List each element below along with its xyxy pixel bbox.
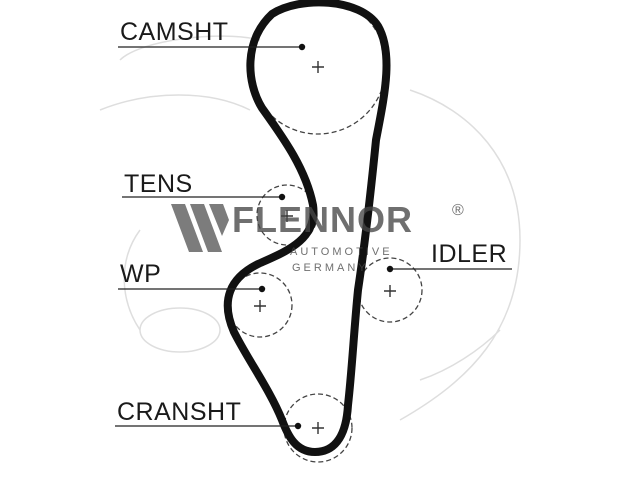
tensioner-anchor-dot	[278, 193, 286, 201]
idler-anchor-dot	[386, 265, 394, 273]
crankshaft-anchor-dot	[294, 422, 302, 430]
watermark-subline-automotive: AUTOMOTIVE	[290, 246, 393, 258]
water-pump-center-mark	[254, 300, 266, 312]
idler-center-mark	[384, 285, 396, 297]
water-pump-label: WP	[120, 260, 162, 288]
tensioner-center-mark	[281, 210, 293, 222]
water-pump-anchor-dot	[258, 285, 266, 293]
camshaft-label: CAMSHT	[120, 18, 229, 46]
anchor-dots	[258, 43, 394, 430]
engine-outline	[99, 35, 521, 421]
pulley-centers	[254, 61, 396, 434]
crankshaft-label: CRANSHT	[117, 398, 242, 426]
watermark-brand: FLENNOR	[232, 199, 413, 240]
tensioner-label: TENS	[124, 170, 193, 198]
camshaft-anchor-dot	[298, 43, 306, 51]
leader-lines	[115, 46, 512, 427]
idler-label: IDLER	[431, 240, 508, 268]
watermark-logo-icon	[171, 204, 229, 252]
timing-belt	[223, 0, 391, 456]
watermark-registered-mark: ®	[452, 202, 464, 219]
crankshaft-center-mark	[312, 422, 324, 434]
camshaft-center-mark	[312, 61, 324, 73]
watermark-subline-germany: GERMANY	[292, 262, 369, 274]
